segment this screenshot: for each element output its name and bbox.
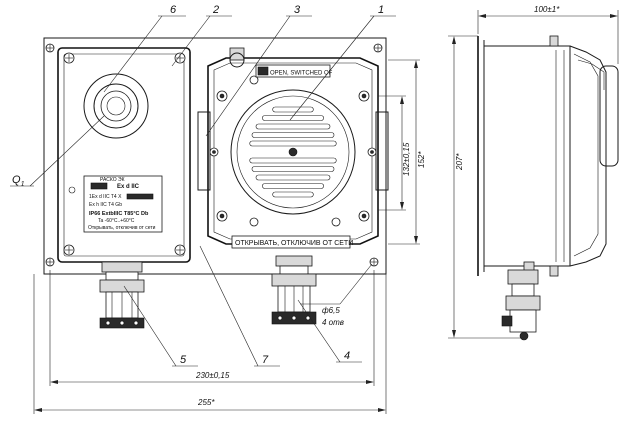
grille-slots [249, 106, 337, 198]
dimension-lines: 230±0,15 255* 132±0,15 152* 207* [33, 5, 619, 414]
nameplate-line: РАСКО ЭК [100, 177, 125, 183]
nameplate-line: Ex h IIC T4 Gb [89, 202, 122, 208]
base-plate [43, 37, 387, 275]
dim-hole-count: 4 отв [322, 318, 344, 327]
grille-slot [251, 166, 335, 172]
mounting-hole-icon [373, 43, 383, 53]
dim-152: 152* [417, 151, 426, 168]
callout-2: 2 [212, 4, 219, 16]
callout-5: 5 [180, 354, 187, 366]
nameplate-line: Открывать, отключив от сети [88, 225, 156, 231]
warning-plate-ru [231, 235, 351, 249]
siren-housing: OPEN, SWITCHED OF [197, 47, 389, 245]
grille-slot [255, 174, 331, 181]
callout-7: 7 [262, 354, 269, 366]
screw-icon [63, 52, 75, 64]
nameplate-line: Ex d IIC [117, 184, 140, 190]
speaker-grille [230, 89, 356, 215]
screw-icon [174, 52, 186, 64]
nameplate-line: 1Ex d IIC T4 X [89, 194, 122, 200]
screw-icon [174, 244, 186, 256]
warning-plate-en [255, 64, 331, 78]
callout-3: 3 [294, 4, 301, 16]
side-view [477, 35, 619, 341]
cable-gland-right [271, 255, 317, 325]
warning-plate-ru-text: ОТКРЫВАТЬ, ОТКЛЮЧИВ ОТ СЕТИ [235, 240, 353, 247]
mounting-hole-icon [45, 257, 55, 267]
grille-slot [272, 191, 314, 198]
screw-icon [63, 244, 75, 256]
nameplate-line: Ta -60°C..+60°C [98, 218, 135, 224]
callout-leaders [10, 15, 396, 367]
terminal-box-inner [63, 53, 185, 257]
ground-icon [68, 186, 76, 194]
grille-slot [251, 132, 335, 138]
warning-plate-en-text: OPEN, SWITCHED OF [270, 71, 333, 77]
callout-6: 6 [170, 4, 177, 16]
nameplate: РАСКО ЭК Ex d IIC 1Ex d IIC T4 X Ex h II… [68, 175, 163, 233]
mounting-hole-icon [45, 43, 55, 53]
callout-4: 4 [344, 350, 350, 362]
pushbutton-q1 [83, 73, 149, 139]
dim-132: 132±0,15 [402, 142, 411, 176]
grille-slot [262, 183, 324, 189]
grille-slot [249, 157, 337, 164]
nameplate-line: IP66 ExtbIIIC T85°C Db [89, 211, 149, 217]
dim-207: 207* [455, 153, 464, 171]
callout-1: 1 [378, 4, 384, 16]
front-view: РАСКО ЭК Ex d IIC 1Ex d IIC T4 X Ex h II… [43, 37, 389, 329]
dim-230: 230±0,15 [195, 371, 230, 380]
dim-255: 255* [197, 398, 215, 407]
callout-q1: Q1 [12, 174, 25, 188]
dim-hole-diameter: ф6,5 [322, 306, 340, 315]
dim-100: 100±1* [534, 5, 560, 14]
grille-slot [262, 115, 324, 121]
cable-gland-left [99, 261, 145, 329]
grille-slot [272, 106, 314, 113]
grille-slot [249, 140, 337, 147]
grille-slot [255, 123, 331, 130]
